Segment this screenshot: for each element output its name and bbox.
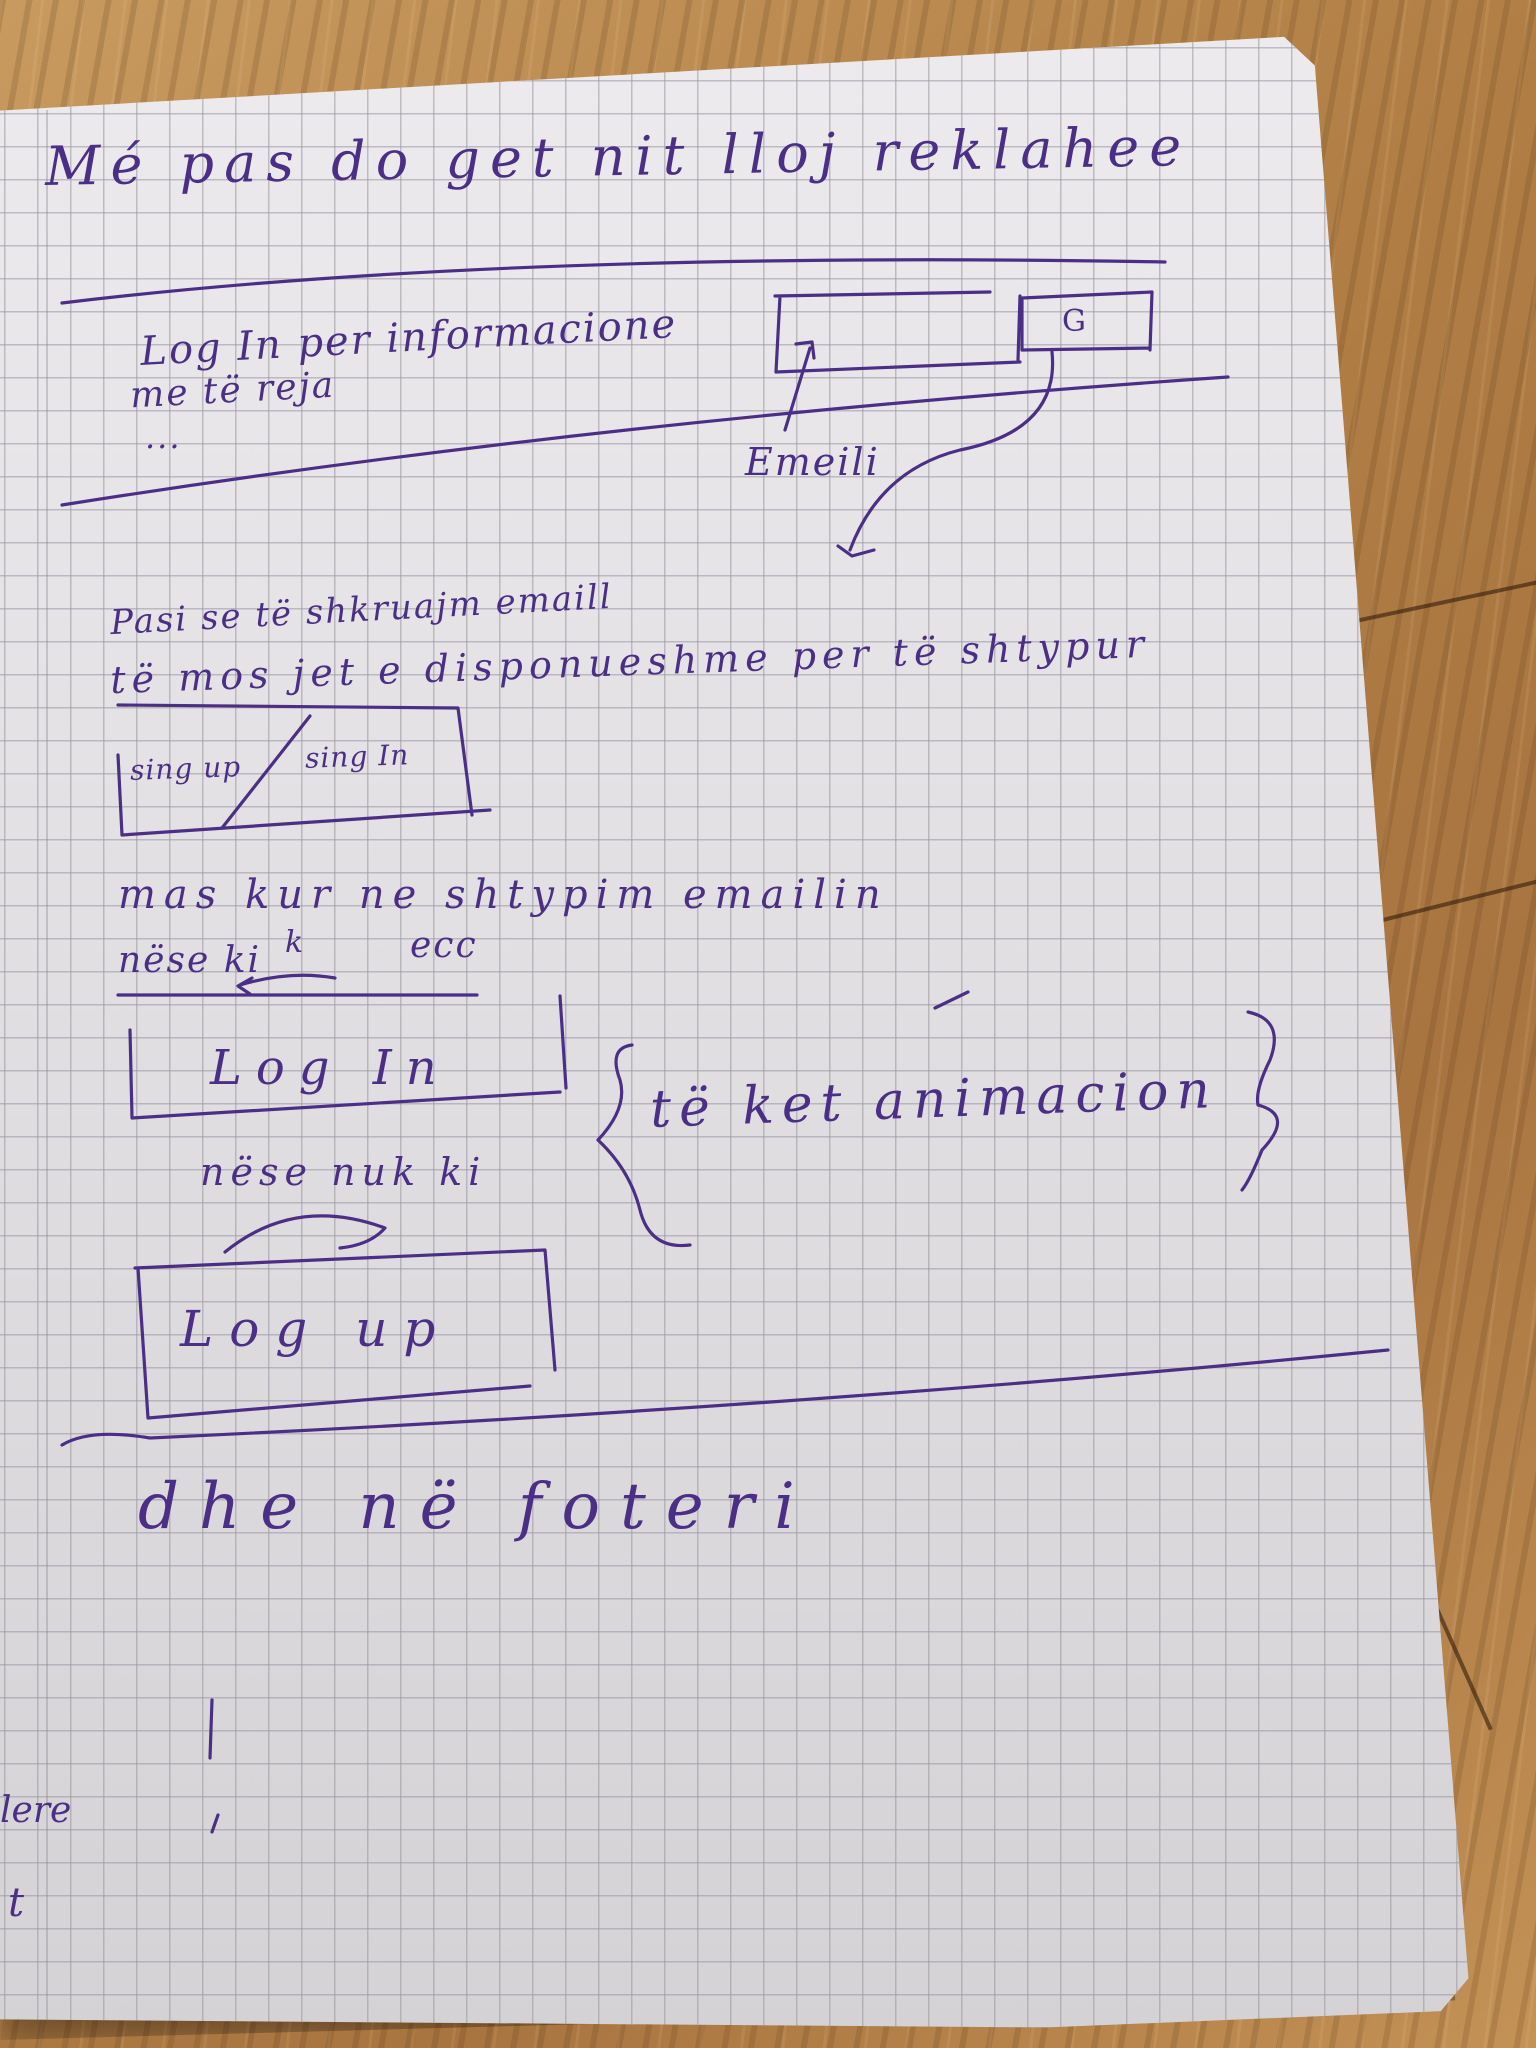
banner-bottom-line: [60, 375, 1230, 507]
email-input-box: [773, 290, 1022, 374]
brace-left: [596, 1043, 692, 1248]
note-line-4: nëse ki: [118, 940, 262, 981]
sign-in-option[interactable]: sing In: [304, 738, 410, 775]
arrow-label: k: [285, 925, 306, 960]
email-label: Emeili: [745, 440, 880, 484]
footer-text: dhe në foteri: [138, 1470, 815, 1544]
logup-box: [133, 1248, 557, 1420]
banner-ellipsis: ...: [145, 418, 182, 456]
note-line-4-etc: ecc: [410, 925, 478, 966]
sign-up-option[interactable]: sing up: [129, 750, 242, 787]
login-box: [116, 993, 568, 1120]
arc-hint: [223, 1214, 387, 1254]
edge-fragment-1: lere: [0, 1790, 72, 1831]
logup-button[interactable]: Log up: [180, 1300, 452, 1358]
google-pointer-arrow: [836, 350, 1055, 558]
note-line-3: mas kur ne shtypim emailin: [118, 872, 889, 918]
section-divider: [60, 1348, 1390, 1447]
accent-mark: [933, 990, 970, 1010]
page-margin-line: [46, 110, 48, 2028]
brace-right: [1240, 1010, 1280, 1192]
email-pointer-arrow: [783, 340, 816, 432]
signup-signin-divider: [220, 714, 312, 830]
cursor-mark: [208, 1698, 220, 1834]
arrow-left: [236, 973, 337, 996]
login-button[interactable]: Log In: [210, 1040, 451, 1096]
google-button-box: [1020, 290, 1154, 352]
if-not-text: nëse nuk ki: [200, 1150, 487, 1194]
banner-top-line: [60, 258, 1167, 305]
signup-signin-box: [116, 703, 492, 837]
edge-fragment-2: t: [8, 1880, 25, 1926]
google-icon: G: [1062, 304, 1088, 339]
